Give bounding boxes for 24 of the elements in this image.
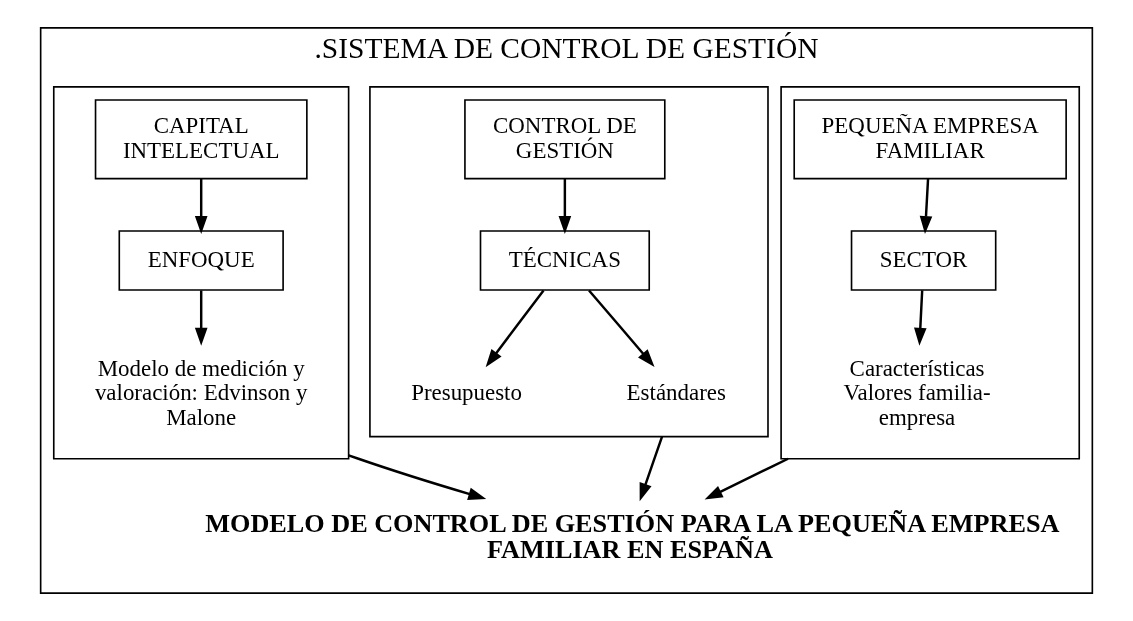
- node-box: CAPITAL INTELECTUAL: [94, 99, 308, 180]
- arrow: [919, 178, 933, 235]
- node-text: Estándares: [626, 380, 726, 406]
- node-text: Presupuesto: [411, 380, 522, 406]
- arrow: [704, 457, 789, 500]
- node-text: Modelo de medición y valoración: Edvinson y Malone: [94, 355, 308, 430]
- node-box: PEQUEÑA EMPRESA FAMILIAR: [793, 99, 1067, 180]
- cluster: [780, 86, 1081, 460]
- node-box: CONTROL DE GESTIÓN: [464, 99, 666, 180]
- node-text: Características Valores familia-empresa: [843, 355, 991, 430]
- node-box: TÉCNICAS: [479, 230, 651, 291]
- cluster: [52, 86, 350, 460]
- arrow: [348, 454, 487, 500]
- cluster: [369, 86, 769, 438]
- arrow: [588, 289, 655, 368]
- arrow: [639, 436, 664, 502]
- node-box: SECTOR: [850, 230, 997, 291]
- arrow: [558, 178, 572, 235]
- node-box: ENFOQUE: [118, 230, 284, 291]
- arrow: [485, 289, 545, 368]
- arrow: [194, 178, 208, 235]
- arrow: [194, 290, 208, 346]
- arrow: [914, 290, 927, 346]
- node-text: MODELO DE CONTROL DE GESTIÓN PARA LA PEQUEÑA EMPRESA FAMILIAR EN ESPAÑA: [205, 509, 1060, 565]
